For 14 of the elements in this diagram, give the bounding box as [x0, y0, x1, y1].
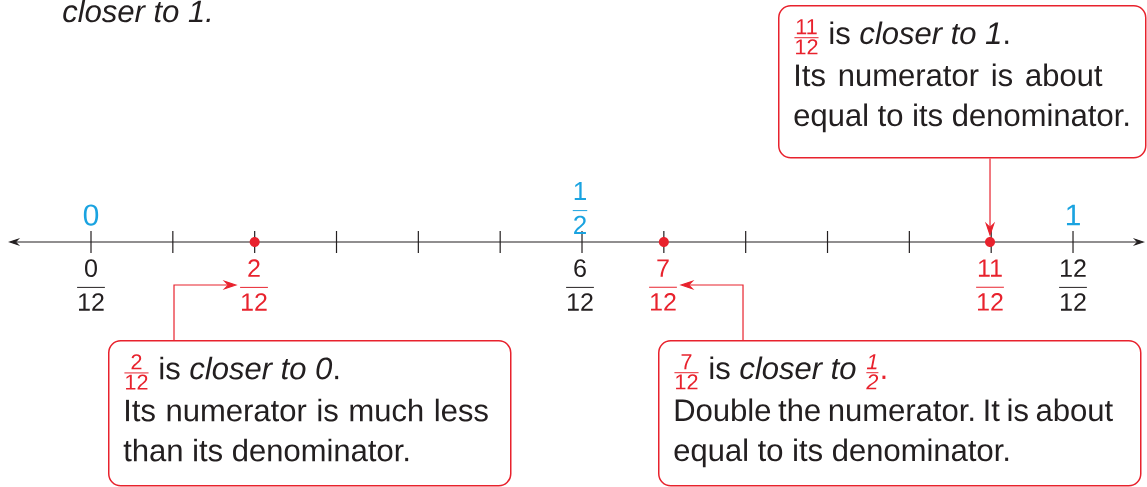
callout-box: $\frac{\text{11}}{\text{12}}$ is closer to 1. Its numerator is about equal to its denominator. — [778, 5, 1147, 159]
axis-label: 0 — [83, 204, 99, 226]
callout-box: $\frac{\text{2}}{\text{12}}$ is closer to 0. Its numerator is much less than its denominator. — [108, 340, 512, 487]
fraction-label: $\frac{\text{11}}{\text{12}}$ — [976, 259, 1004, 311]
fraction-label: $\frac{\text{12}}{\text{12}}$ — [1059, 259, 1087, 311]
fraction-label: $\frac{\text{6}}{\text{12}}$ — [566, 259, 594, 311]
fraction-label: $\frac{\text{0}}{\text{12}}$ — [77, 259, 105, 311]
fraction-label: $\frac{\text{2}}{\text{12}}$ — [240, 259, 268, 311]
callout-box: $\frac{\text{7}}{\text{12}}$ is closer to $\frac{\textit{1}}{\textit{2}}\text{.}$ Double the numerator. It is about equal to its denominator. — [658, 340, 1142, 487]
fraction-label: $\frac{\text{7}}{\text{12}}$ — [649, 259, 677, 311]
fraction-label: $\frac{\text{1}}{\text{2}}$ — [572, 182, 588, 234]
point-marker — [985, 237, 995, 247]
axis-label: 1 — [1066, 204, 1080, 226]
note-text: closer to 1. — [63, 0, 210, 23]
